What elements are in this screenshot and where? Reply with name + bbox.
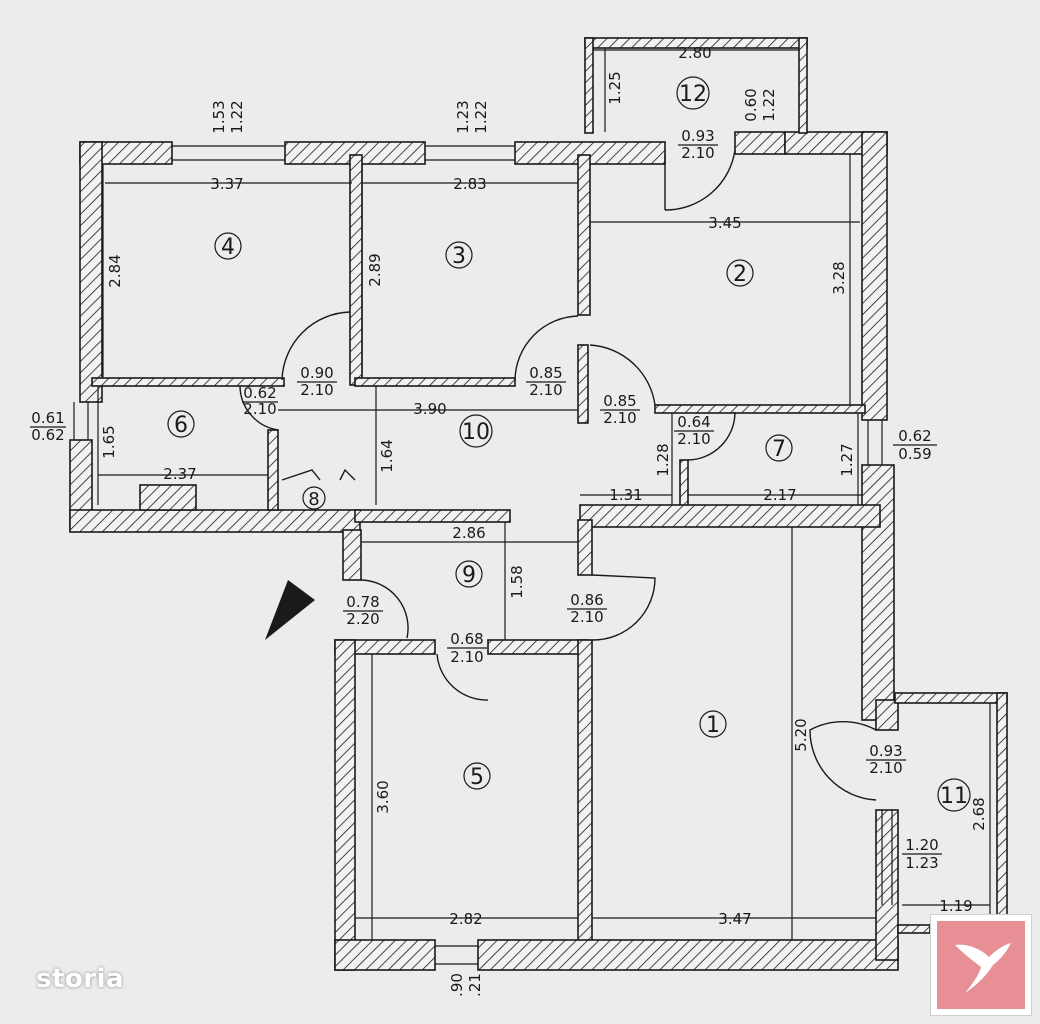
room-label: 2 xyxy=(733,262,747,287)
dim-label: 0.62 xyxy=(31,426,64,444)
windows xyxy=(73,145,893,965)
dim-label: 2.10 xyxy=(529,381,562,399)
dim-label: 2.10 xyxy=(570,608,603,626)
dim-label: 0.85 xyxy=(529,364,562,382)
dim-label: 3.90 xyxy=(413,400,446,418)
dim-label: 1.22 xyxy=(228,100,246,133)
room-label: 12 xyxy=(679,82,707,107)
storia-watermark: storia xyxy=(36,964,125,994)
room-labels: 1 2 3 4 5 6 7 8 9 10 11 12 xyxy=(167,76,971,812)
dim-label: 2.37 xyxy=(163,465,196,483)
dim-label: 3.60 xyxy=(374,780,392,813)
dim-label: 5.20 xyxy=(792,718,810,751)
room-label: 3 xyxy=(452,244,466,269)
dim-label: 2.86 xyxy=(452,524,485,542)
dim-label: 1.23 xyxy=(454,100,472,133)
dim-label: 0.64 xyxy=(677,413,710,431)
dim-label: 1.25 xyxy=(606,71,624,104)
room-label: 5 xyxy=(470,765,484,790)
room-label: 11 xyxy=(940,784,968,809)
dim-label: 0.60 xyxy=(742,88,760,121)
dim-label: 2.83 xyxy=(453,175,486,193)
dim-label: 1.65 xyxy=(100,425,118,458)
dim-label: 2.20 xyxy=(346,610,379,628)
dim-label: 2.10 xyxy=(450,648,483,666)
dim-label: 1.53 xyxy=(210,100,228,133)
room-label: 7 xyxy=(772,437,786,462)
dim-label: 0.85 xyxy=(603,392,636,410)
dim-label: 1.27 xyxy=(838,443,856,476)
dim-label: 2.82 xyxy=(449,910,482,928)
dim-label: 1.22 xyxy=(760,88,778,121)
dim-label: 0.68 xyxy=(450,630,483,648)
dim-label: 2.10 xyxy=(681,144,714,162)
brand-badge xyxy=(930,914,1032,1016)
entrance-arrow-icon xyxy=(265,580,315,640)
room-label: 8 xyxy=(308,489,319,510)
dim-label: 0.78 xyxy=(346,593,379,611)
dim-label: 1.19 xyxy=(939,897,972,915)
room-label: 1 xyxy=(706,713,720,738)
bird-logo-icon xyxy=(937,921,1025,1009)
dim-label: 2.10 xyxy=(677,430,710,448)
dim-label: 2.68 xyxy=(970,797,988,830)
dim-label: 1.28 xyxy=(654,443,672,476)
dim-label: .21 xyxy=(466,973,484,997)
dim-label: 3.37 xyxy=(210,175,243,193)
doors xyxy=(239,149,877,801)
dim-label: 2.10 xyxy=(243,400,276,418)
dim-label: 0.86 xyxy=(570,591,603,609)
dim-label: 3.47 xyxy=(718,910,751,928)
dim-label: 2.17 xyxy=(763,486,796,504)
dim-label: 1.64 xyxy=(378,439,396,472)
dim-label: 2.84 xyxy=(106,254,124,287)
room-label: 4 xyxy=(221,235,235,260)
dim-label: 0.93 xyxy=(869,742,902,760)
dim-label: 2.80 xyxy=(678,44,711,62)
dim-label: 0.62 xyxy=(898,427,931,445)
dim-label: 1.22 xyxy=(472,100,490,133)
dim-label: 1.23 xyxy=(905,854,938,872)
dim-label: 2.10 xyxy=(869,759,902,777)
walls xyxy=(69,37,1008,971)
dim-label: 0.59 xyxy=(898,445,931,463)
dim-label: 0.62 xyxy=(243,384,276,402)
room-label: 10 xyxy=(462,420,490,445)
dim-label: .90 xyxy=(448,973,466,997)
dim-label: 2.89 xyxy=(366,253,384,286)
dim-label: 0.61 xyxy=(31,409,64,427)
dim-label: 1.20 xyxy=(905,836,938,854)
dim-label: 2.10 xyxy=(300,381,333,399)
dimension-labels: 2.80 1.25 0.93 2.10 0.60 1.22 1.53 1.22 … xyxy=(30,44,988,997)
dim-label: 3.45 xyxy=(708,214,741,232)
room-label: 9 xyxy=(462,563,476,588)
dim-label: 1.58 xyxy=(508,565,526,598)
dimension-lines xyxy=(97,48,991,940)
dim-label: 3.28 xyxy=(830,261,848,294)
dim-label: 0.93 xyxy=(681,127,714,145)
room-label: 6 xyxy=(174,413,188,438)
dim-label: 0.90 xyxy=(300,364,333,382)
dim-label: 2.10 xyxy=(603,409,636,427)
dim-label: 1.31 xyxy=(609,486,642,504)
